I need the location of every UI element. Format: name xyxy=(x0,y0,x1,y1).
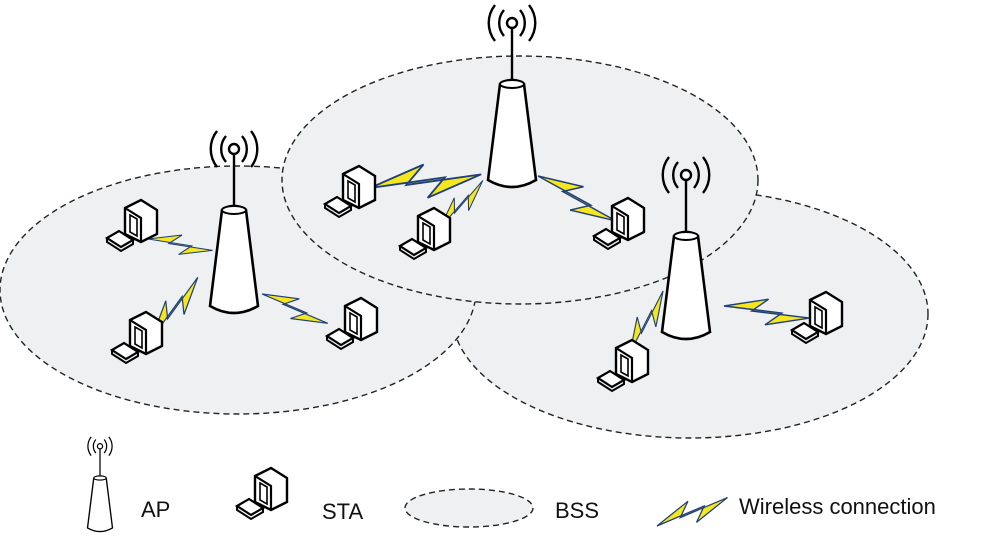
legend-sta-icon xyxy=(235,466,289,521)
legend-wireless-icon xyxy=(652,486,733,536)
legend-ap-label: AP xyxy=(141,497,170,522)
legend-bss-icon xyxy=(404,488,534,528)
legend: AP STA BSS Wireless connection xyxy=(86,436,936,536)
legend-sta-label: STA xyxy=(322,499,363,524)
legend-bss-label: BSS xyxy=(555,498,599,523)
legend-ap-icon xyxy=(86,436,114,533)
legend-wireless-label: Wireless connection xyxy=(739,494,936,519)
